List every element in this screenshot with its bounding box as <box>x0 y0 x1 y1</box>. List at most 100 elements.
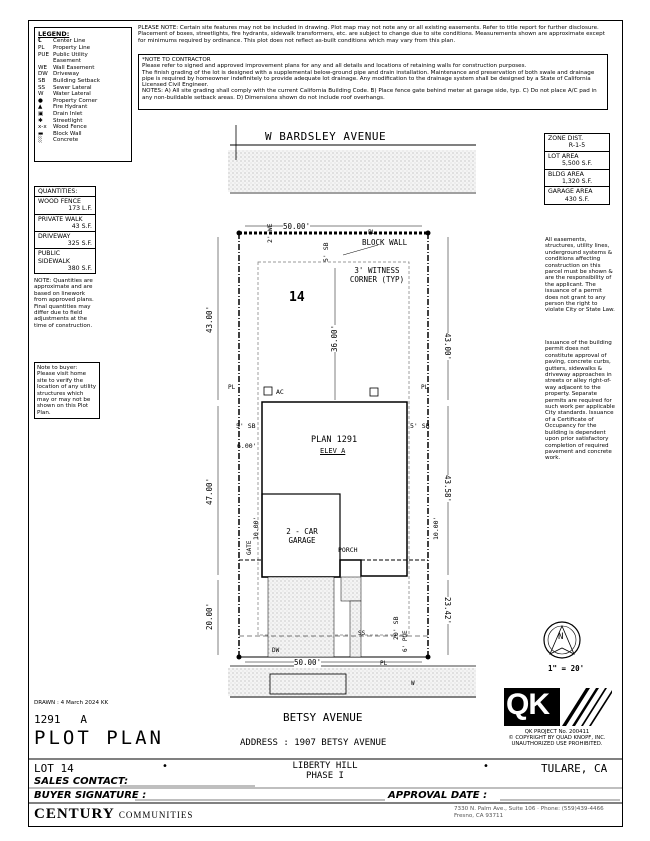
bullet: • <box>483 761 489 772</box>
sheet-border <box>28 20 623 827</box>
office-line-1: 7330 N. Palm Ave., Suite 106 · Phone: (5… <box>454 806 604 812</box>
north-letter: N <box>558 632 564 642</box>
north-street-label: W BARDSLEY AVENUE <box>265 130 387 143</box>
city-label: TULARE, CA <box>541 762 608 775</box>
garage-label-2: GARAGE <box>288 536 316 545</box>
pl-label: PL <box>380 660 388 667</box>
approval-date-label: APPROVAL DATE : <box>388 790 488 801</box>
dim-side-sb-left: 5' SB <box>236 422 256 430</box>
leader-line <box>342 244 379 256</box>
legend-label: Streetlight <box>53 117 83 124</box>
legend-label: Block Wall <box>53 130 82 137</box>
buyer-signature-label: BUYER SIGNATURE : <box>34 790 147 801</box>
dim-right-ten: 10.00' <box>432 516 440 540</box>
elev-code: A <box>80 713 87 726</box>
north-arrow-circle <box>543 621 581 659</box>
legend-key: PL <box>38 45 45 51</box>
legend-title: LEGEND: <box>38 30 70 38</box>
legend-item: ℄ Center Line <box>38 38 128 45</box>
quantities-title: QUANTITIES: <box>34 186 96 198</box>
qk-logo-stripe <box>581 688 607 726</box>
ac-pad <box>263 386 273 396</box>
dim-rear-setback: 36.00' <box>330 324 339 352</box>
dim-front-sb: 20' SB <box>392 616 400 640</box>
project-title: LIBERTY HILL <box>292 761 358 771</box>
legend-key: ▬ <box>38 130 44 137</box>
qty-label: PUBLIC SIDEWALK <box>38 250 70 265</box>
bullet: • <box>162 761 168 772</box>
sales-contact-label: SALES CONTACT: <box>34 776 129 787</box>
zone-value: R-1-5 <box>568 142 586 150</box>
builder-logo: CENTURY COMMUNITIES <box>34 806 193 823</box>
zone-label: BLDG AREA <box>548 170 584 178</box>
south-street-paving <box>228 668 476 696</box>
legend-key: ℄ <box>38 38 42 45</box>
legend-label: Fire Hydrant <box>53 104 88 111</box>
water-label: W <box>411 680 415 687</box>
dim-garage-depth: 10.00' <box>252 516 260 540</box>
zone-value: 5,500 S.F. <box>561 160 593 168</box>
sewer-label: SS <box>358 630 366 637</box>
address-value: 1907 BETSY AVENUE <box>294 738 387 748</box>
dim-pue: 6' PUE <box>402 630 409 652</box>
qty-label: DRIVEWAY <box>38 233 71 241</box>
lot-label: LOT 14 <box>34 762 74 775</box>
legend-item: ✱ Streetlight <box>38 118 128 125</box>
legend-label: Property Corner <box>53 97 98 104</box>
project-number: QK PROJECT No. 200411 <box>524 729 590 735</box>
project-phase: PHASE I <box>306 771 344 781</box>
north-arrow-icon <box>549 624 575 655</box>
property-corner <box>236 654 242 660</box>
contractor-note-p2: The finish grading of the lot is designe… <box>142 69 595 89</box>
contractor-note-p3: NOTES: A) All site grading shall comply … <box>142 88 597 101</box>
easement-note: All easements, structures, utility lines… <box>545 237 615 314</box>
zone-label: LOT AREA <box>548 152 579 160</box>
dim-right-low: 23.42' <box>443 597 452 625</box>
driveway <box>267 576 335 658</box>
legend-key: ▣ <box>38 110 44 117</box>
legend-label: Public Utility <box>53 51 88 58</box>
witness-label-2: CORNER (TYP) <box>349 275 405 284</box>
pl-label: PL <box>228 384 236 391</box>
company-credits: QK PROJECT No. 200411 © COPYRIGHT BY QUA… <box>496 729 618 748</box>
legend-label: Building Setback <box>53 77 100 84</box>
qty-label: WOOD FENCE <box>38 198 81 206</box>
house-footprint <box>261 401 408 578</box>
dim-six: 6.00' <box>237 442 257 450</box>
legend-key: PUE <box>38 51 50 58</box>
legend-label: Center Line <box>53 38 86 45</box>
qk-logo-text: QK <box>506 688 550 721</box>
unauthorized-note: UNAUTHORIZED USE PROHIBITED. <box>511 741 603 748</box>
qty-value: 380 S.F. <box>67 264 92 272</box>
pl-label: PL <box>368 229 376 236</box>
contractor-note-box: *NOTE TO CONTRACTOR Please refer to sign… <box>138 54 608 110</box>
elevation-label: ELEV A <box>320 447 346 455</box>
legend-label: Easement <box>53 58 81 65</box>
porch-label: PORCH <box>338 546 358 554</box>
north-street-paving <box>228 150 476 192</box>
legend-key: DW <box>38 71 48 78</box>
witness-label-1: 3' WITNESS <box>354 266 400 275</box>
garage-label-1: 2 - CAR <box>286 527 318 536</box>
dim-top-width: 50.00' <box>283 222 311 231</box>
private-walk <box>349 600 362 658</box>
meter <box>369 387 379 397</box>
lot-number: 14 <box>289 290 305 305</box>
legend-key: ✱ <box>38 117 43 124</box>
legend-item: ▣Drain Inlet <box>38 111 128 118</box>
qty-value: 325 S.F. <box>67 240 92 248</box>
ac-label: AC <box>276 388 284 396</box>
legend-item: ▬ Block Wall <box>38 131 128 138</box>
